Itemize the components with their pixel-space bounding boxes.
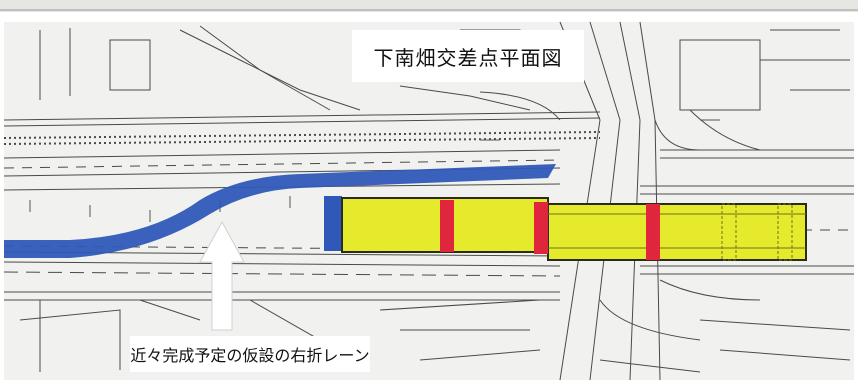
up-arrow-icon xyxy=(199,220,245,331)
planned-turn-lane-connector xyxy=(324,196,342,251)
red-marker xyxy=(534,202,548,254)
map-caption: 近々完成予定の仮設の右折レーン xyxy=(130,336,370,372)
red-marker xyxy=(646,204,660,260)
planned-turn-lane xyxy=(4,164,556,258)
red-marker xyxy=(440,200,454,252)
map-title: 下南畑交差点平面図 xyxy=(352,30,584,82)
construction-zone xyxy=(341,197,807,261)
